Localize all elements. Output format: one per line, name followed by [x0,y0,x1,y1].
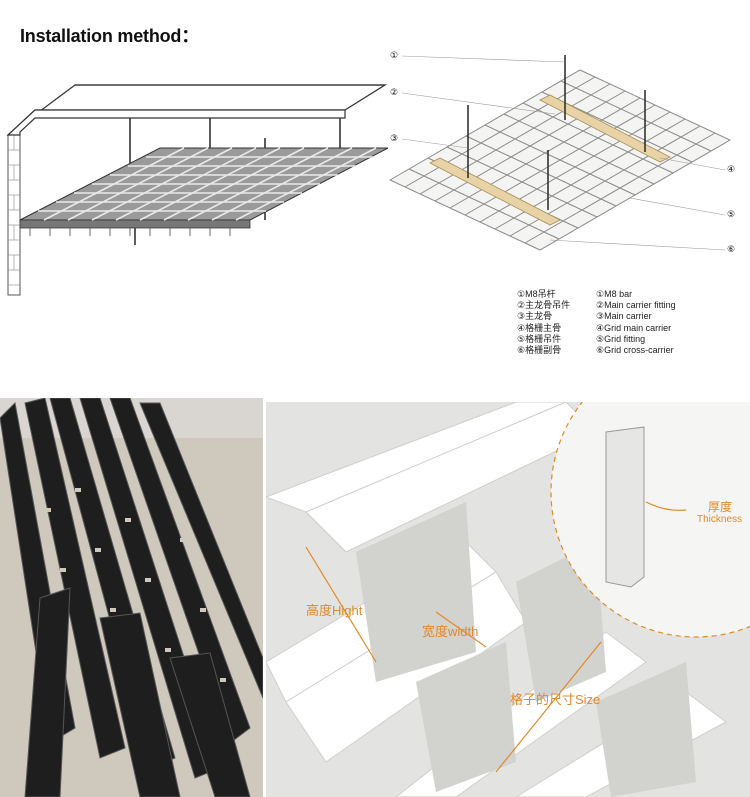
ceiling-installation-drawing [6,84,389,296]
concrete-slab [6,84,388,136]
legend-item: ⑤格栅吊件 [517,333,562,344]
grid-ceiling-panel [19,147,389,236]
size-label: 格子的尺寸Size [510,692,601,707]
height-label: 高度Hight [306,603,363,618]
legend-item: ④Grid main carrier [596,322,672,333]
callout-2: ② [390,87,399,97]
legend-item: ⑥格栅副骨 [517,345,562,356]
legend-item: ④格栅主骨 [517,322,562,333]
callout-6: ⑥ [727,244,736,254]
main-carriers [429,94,671,226]
page-title: Installation method： [20,26,200,46]
leader-lines [401,55,726,251]
callout-3: ③ [390,133,399,143]
legend-item: ②主龙骨吊件 [517,300,571,311]
m8-rods [467,55,646,210]
white-grid-closeup-photo [266,402,750,797]
legend-item: ③主龙骨 [517,311,553,322]
legend-item: ③Main carrier [596,311,652,322]
brick-wall [7,134,21,296]
legend-chinese: ①M8吊杆 ②主龙骨吊件 ③主龙骨 ④格栅主骨 ⑤格栅吊件 ⑥格栅副骨 [517,289,570,356]
legend-item: ②Main carrier fitting [596,300,676,311]
thickness-magnifier [550,402,750,638]
grid-ceiling-exploded-drawing [388,55,732,251]
legend-item: ①M8 bar [596,289,633,299]
callout-4: ④ [727,164,736,174]
legend-item: ⑥Grid cross-carrier [596,345,674,356]
thickness-label-cn: 厚度 [708,500,733,514]
legend-english: ①M8 bar ②Main carrier fitting ③Main carr… [596,289,676,356]
callout-1: ① [390,50,399,60]
callout-5: ⑤ [727,209,736,219]
legend-item: ⑤Grid fitting [596,333,646,344]
legend-item: ①M8吊杆 [517,289,556,299]
black-rails-photo [0,398,263,797]
dimension-lines [305,501,687,773]
width-label: 宽度width [422,624,479,639]
thickness-label-en: Thickness [697,514,743,525]
